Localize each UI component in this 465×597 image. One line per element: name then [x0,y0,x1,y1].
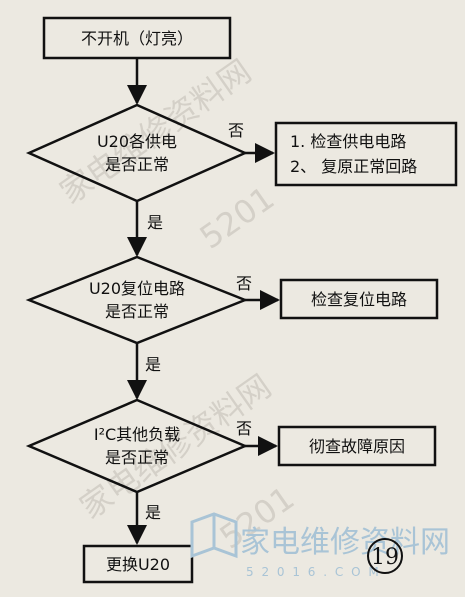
figure-number: 19 [371,545,399,570]
action1-line1: 1. 检查供电电路 [290,132,406,151]
end-box [82,544,194,584]
start-label: 不开机（灯亮） [81,29,193,48]
site-logo: 家电维修资料网 5 2 0 1 6 . C O M [190,512,450,579]
end-label: 更换U20 [106,555,170,574]
book-icon [190,512,238,559]
decision3-line2: 是否正常 [105,448,169,467]
decision3-no-label: 否 [236,419,252,438]
logo-name: 家电维修资料网 [240,525,450,560]
decision1-line1: U20各供电 [97,132,177,151]
decision3-line1: I²C其他负载 [94,425,180,444]
action2-box [279,278,439,320]
decision2-yes-label: 是 [145,355,161,374]
action2-label: 检查复位电路 [311,290,407,309]
decision1-yes-label: 是 [147,213,163,232]
decision1-no-label: 否 [228,121,244,140]
decision3-yes-label: 是 [145,503,161,522]
decision2-no-label: 否 [236,274,252,293]
watermark: 家电维修资料网 5201 家电维修资料网 5201 [53,52,302,557]
decision2-line2: 是否正常 [105,302,169,321]
decision2-diamond [25,255,249,345]
figure-number-badge [367,538,403,574]
logo-url: 5 2 0 1 6 . C O M [246,565,381,579]
decision2-line1: U20复位电路 [89,279,185,298]
action3-box [277,425,437,467]
decision1-line2: 是否正常 [105,155,169,174]
watermark-domain-top: 5201 [193,179,282,257]
action1-line2: 2、 复原正常回路 [290,157,417,176]
action1-box [274,121,458,187]
action3-label: 彻查故障原因 [309,437,405,456]
